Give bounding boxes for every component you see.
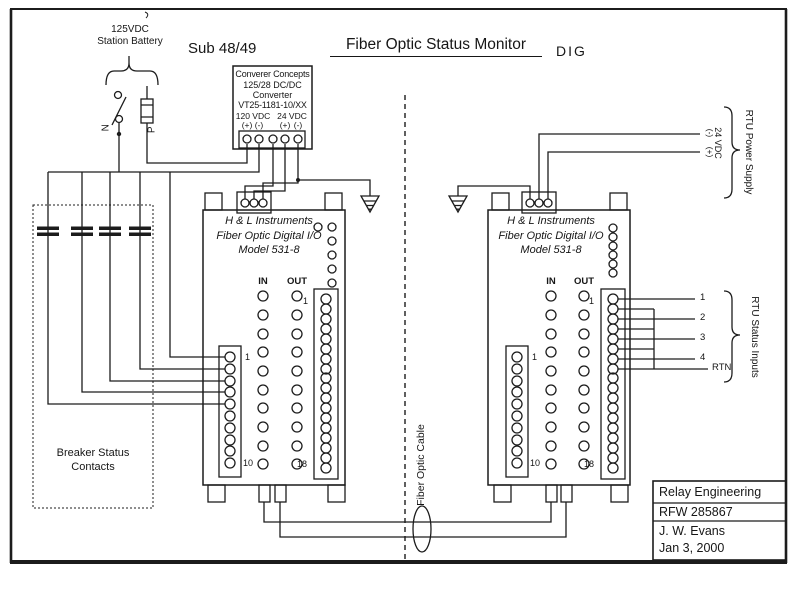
right-module-out-label: OUT (573, 276, 595, 287)
positive-lead-to-converter (146, 123, 248, 164)
rtu-status-input-4: 4 (700, 352, 706, 363)
io-terminal-strip (600, 288, 626, 480)
rtu-power-brace-label: RTU Power Supply (743, 109, 754, 195)
page-title: Fiber Optic Status Monitor (330, 36, 542, 57)
battery-label-line1: 125VDC (111, 24, 149, 35)
input-strip-circles (511, 351, 523, 469)
converter-model-number: VT25-1181-10/XX (238, 100, 307, 110)
in-column-circles (257, 290, 269, 470)
dig-label: DIG (556, 43, 587, 59)
title-block-author: J. W. Evans (659, 524, 725, 538)
right-module-in-label: IN (546, 276, 556, 287)
breaker-contact-bars (37, 226, 151, 236)
input-terminal-strip (505, 345, 529, 478)
input-terminal-strip (218, 345, 242, 478)
rtu-status-input-3: 3 (700, 332, 706, 343)
out-column-circles (578, 290, 590, 470)
ground-symbol-left (360, 195, 380, 213)
converter-24v-label: 24 VDC (277, 111, 307, 121)
right-io-strip-first: 1 (589, 296, 595, 306)
rtu-status-brace (723, 290, 741, 383)
io-terminal-strip (313, 288, 339, 480)
converter-name-line2: 125/28 DC/DC (243, 80, 302, 90)
switch-contact-top (113, 90, 123, 100)
rtu-status-brace-label: RTU Status Inputs (749, 296, 760, 378)
converter-120v-neg: (-) (254, 120, 264, 130)
rtu-status-input-1: 1 (700, 292, 706, 303)
converter-24v-pos: (+) (279, 120, 291, 130)
left-module-power-wiring (244, 144, 380, 213)
breaker-status-wiring (32, 144, 260, 509)
rtu-status-rtn-label: RTN (712, 362, 732, 373)
right-module-mfr: H & L Instruments (507, 215, 595, 227)
converter-name-line3: Converter (252, 90, 293, 100)
ground-symbol-right (448, 195, 468, 213)
left-io-strip-first: 1 (303, 296, 309, 306)
input-strip-circles (224, 351, 236, 469)
switch-blade (111, 96, 127, 126)
left-module-in-label: IN (258, 276, 268, 287)
fuse-body (140, 98, 154, 124)
cable-bundle-ellipse (412, 505, 432, 553)
right-module-product: Fiber Optic Digital I/O (498, 230, 604, 242)
rtu-24v-pos-wire (547, 151, 700, 199)
stray-pen-mark (144, 11, 149, 19)
left-io-strip-last: 18 (297, 459, 308, 469)
io-strip-circles (607, 293, 619, 474)
right-module-model: Model 531-8 (520, 244, 582, 256)
converter-24v-neg: (-) (293, 120, 303, 130)
out-column-circles (291, 290, 303, 470)
left-module-product: Fiber Optic Digital I/O (216, 230, 322, 242)
battery-label-line2: Station Battery (97, 36, 163, 47)
io-strip-circles (320, 293, 332, 474)
title-block-frame (652, 480, 787, 561)
left-module-out-label: OUT (286, 276, 308, 287)
rtu-power-voltage-label: 24 VDC (713, 127, 723, 159)
in-column-circles (545, 290, 557, 470)
junction-dot (116, 131, 122, 137)
right-io-strip-last: 18 (584, 459, 595, 469)
left-input-strip-first: 1 (245, 352, 251, 362)
breaker-box-label-line2: Contacts (71, 461, 115, 473)
title-block-company: Relay Engineering (659, 485, 762, 499)
title-block-date: Jan 3, 2000 (659, 541, 725, 555)
breaker-contacts-dotted-box (32, 204, 154, 509)
converter-120v-pos: (+) (241, 120, 253, 130)
negative-bus (48, 144, 260, 173)
left-input-strip-last: 10 (243, 458, 254, 468)
left-module-mfr: H & L Instruments (225, 215, 313, 227)
rtu-power-brace (723, 106, 741, 199)
rtu-power-wiring (448, 106, 741, 213)
fiber-cable-label: Fiber Optic Cable (415, 424, 427, 506)
common-to-terminal-1 (169, 172, 225, 358)
fiber-optic-link (263, 502, 567, 553)
fuse-polarity-label: P (146, 126, 158, 134)
page-border (9, 8, 788, 564)
converter-name-line1: Converer Concepts (235, 69, 310, 79)
breaker-box-label-line1: Breaker Status (56, 447, 130, 459)
rtu-status-input-2: 2 (700, 312, 706, 323)
switch-polarity-label: N (100, 124, 112, 132)
right-input-strip-first: 1 (532, 352, 538, 362)
station-battery-symbols (105, 56, 248, 172)
left-module-model: Model 531-8 (238, 244, 300, 256)
battery-brace (105, 62, 159, 86)
rtu-status-wiring (618, 290, 741, 383)
rtu-24v-neg-wire (538, 133, 700, 199)
right-input-strip-last: 10 (530, 458, 541, 468)
converter-120v-label: 120 VDC (235, 111, 271, 121)
title-block-rfw: RFW 285867 (659, 505, 733, 519)
substation-label: Sub 48/49 (188, 40, 257, 57)
power-terminal-block (236, 191, 272, 214)
